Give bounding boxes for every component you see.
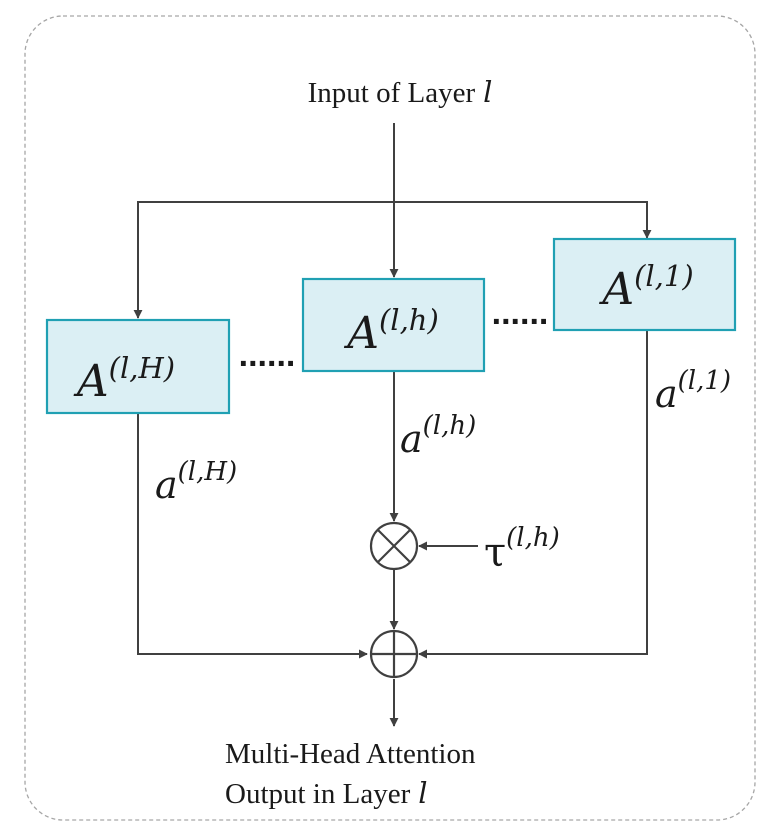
output-line2-text: Output in Layer [225,778,411,810]
multiply-operator-icon [369,521,419,571]
head-1-base: A [598,264,634,315]
head-H-to-add [137,414,368,659]
branch-to-head-1 [394,201,652,239]
ellipsis-left: ...... [239,336,296,374]
add-operator-icon [369,629,419,679]
head-h-sup: (l,h) [379,303,439,337]
svg-text:A(l,h): A(l,h) [343,303,439,359]
svg-text:A(l,1): A(l,1) [598,259,693,315]
edge-1-sup: (l,1) [678,366,731,396]
edge-H-base: a [155,463,178,507]
edge-1-base: a [655,372,678,416]
edge-h-base: a [400,417,423,461]
head-box-H: A(l,H) [45,318,231,415]
output-label-line1: Multi-Head Attention [225,738,476,770]
head-1-sup: (l,1) [634,259,694,293]
output-line2-var: l [418,776,427,810]
tau-base: τ [484,530,506,576]
tau-label: τ(l,h) [484,523,560,576]
svg-text:A(l,H): A(l,H) [73,351,175,407]
branch-to-head-H [133,201,394,319]
edge-h-sup: (l,h) [423,411,477,441]
input-label-var: l [483,75,492,109]
head-box-1: A(l,1) [552,237,737,332]
edge-label-H: a(l,H) [155,457,237,507]
head-H-sup: (l,H) [109,351,175,385]
edge-label-1: a(l,1) [655,366,731,416]
input-label-text: Input of Layer [308,77,476,109]
head-box-h: A(l,h) [301,277,486,373]
connectors [133,123,652,727]
edge-H-sup: (l,H) [178,457,238,487]
ellipsis-right: ...... [492,294,549,332]
head-1-to-add [418,330,648,659]
edge-label-h: a(l,h) [400,411,476,461]
head-h-base: A [343,308,379,359]
tau-sup: (l,h) [506,523,560,553]
outer-frame [24,15,756,821]
head-H-base: A [73,356,109,407]
